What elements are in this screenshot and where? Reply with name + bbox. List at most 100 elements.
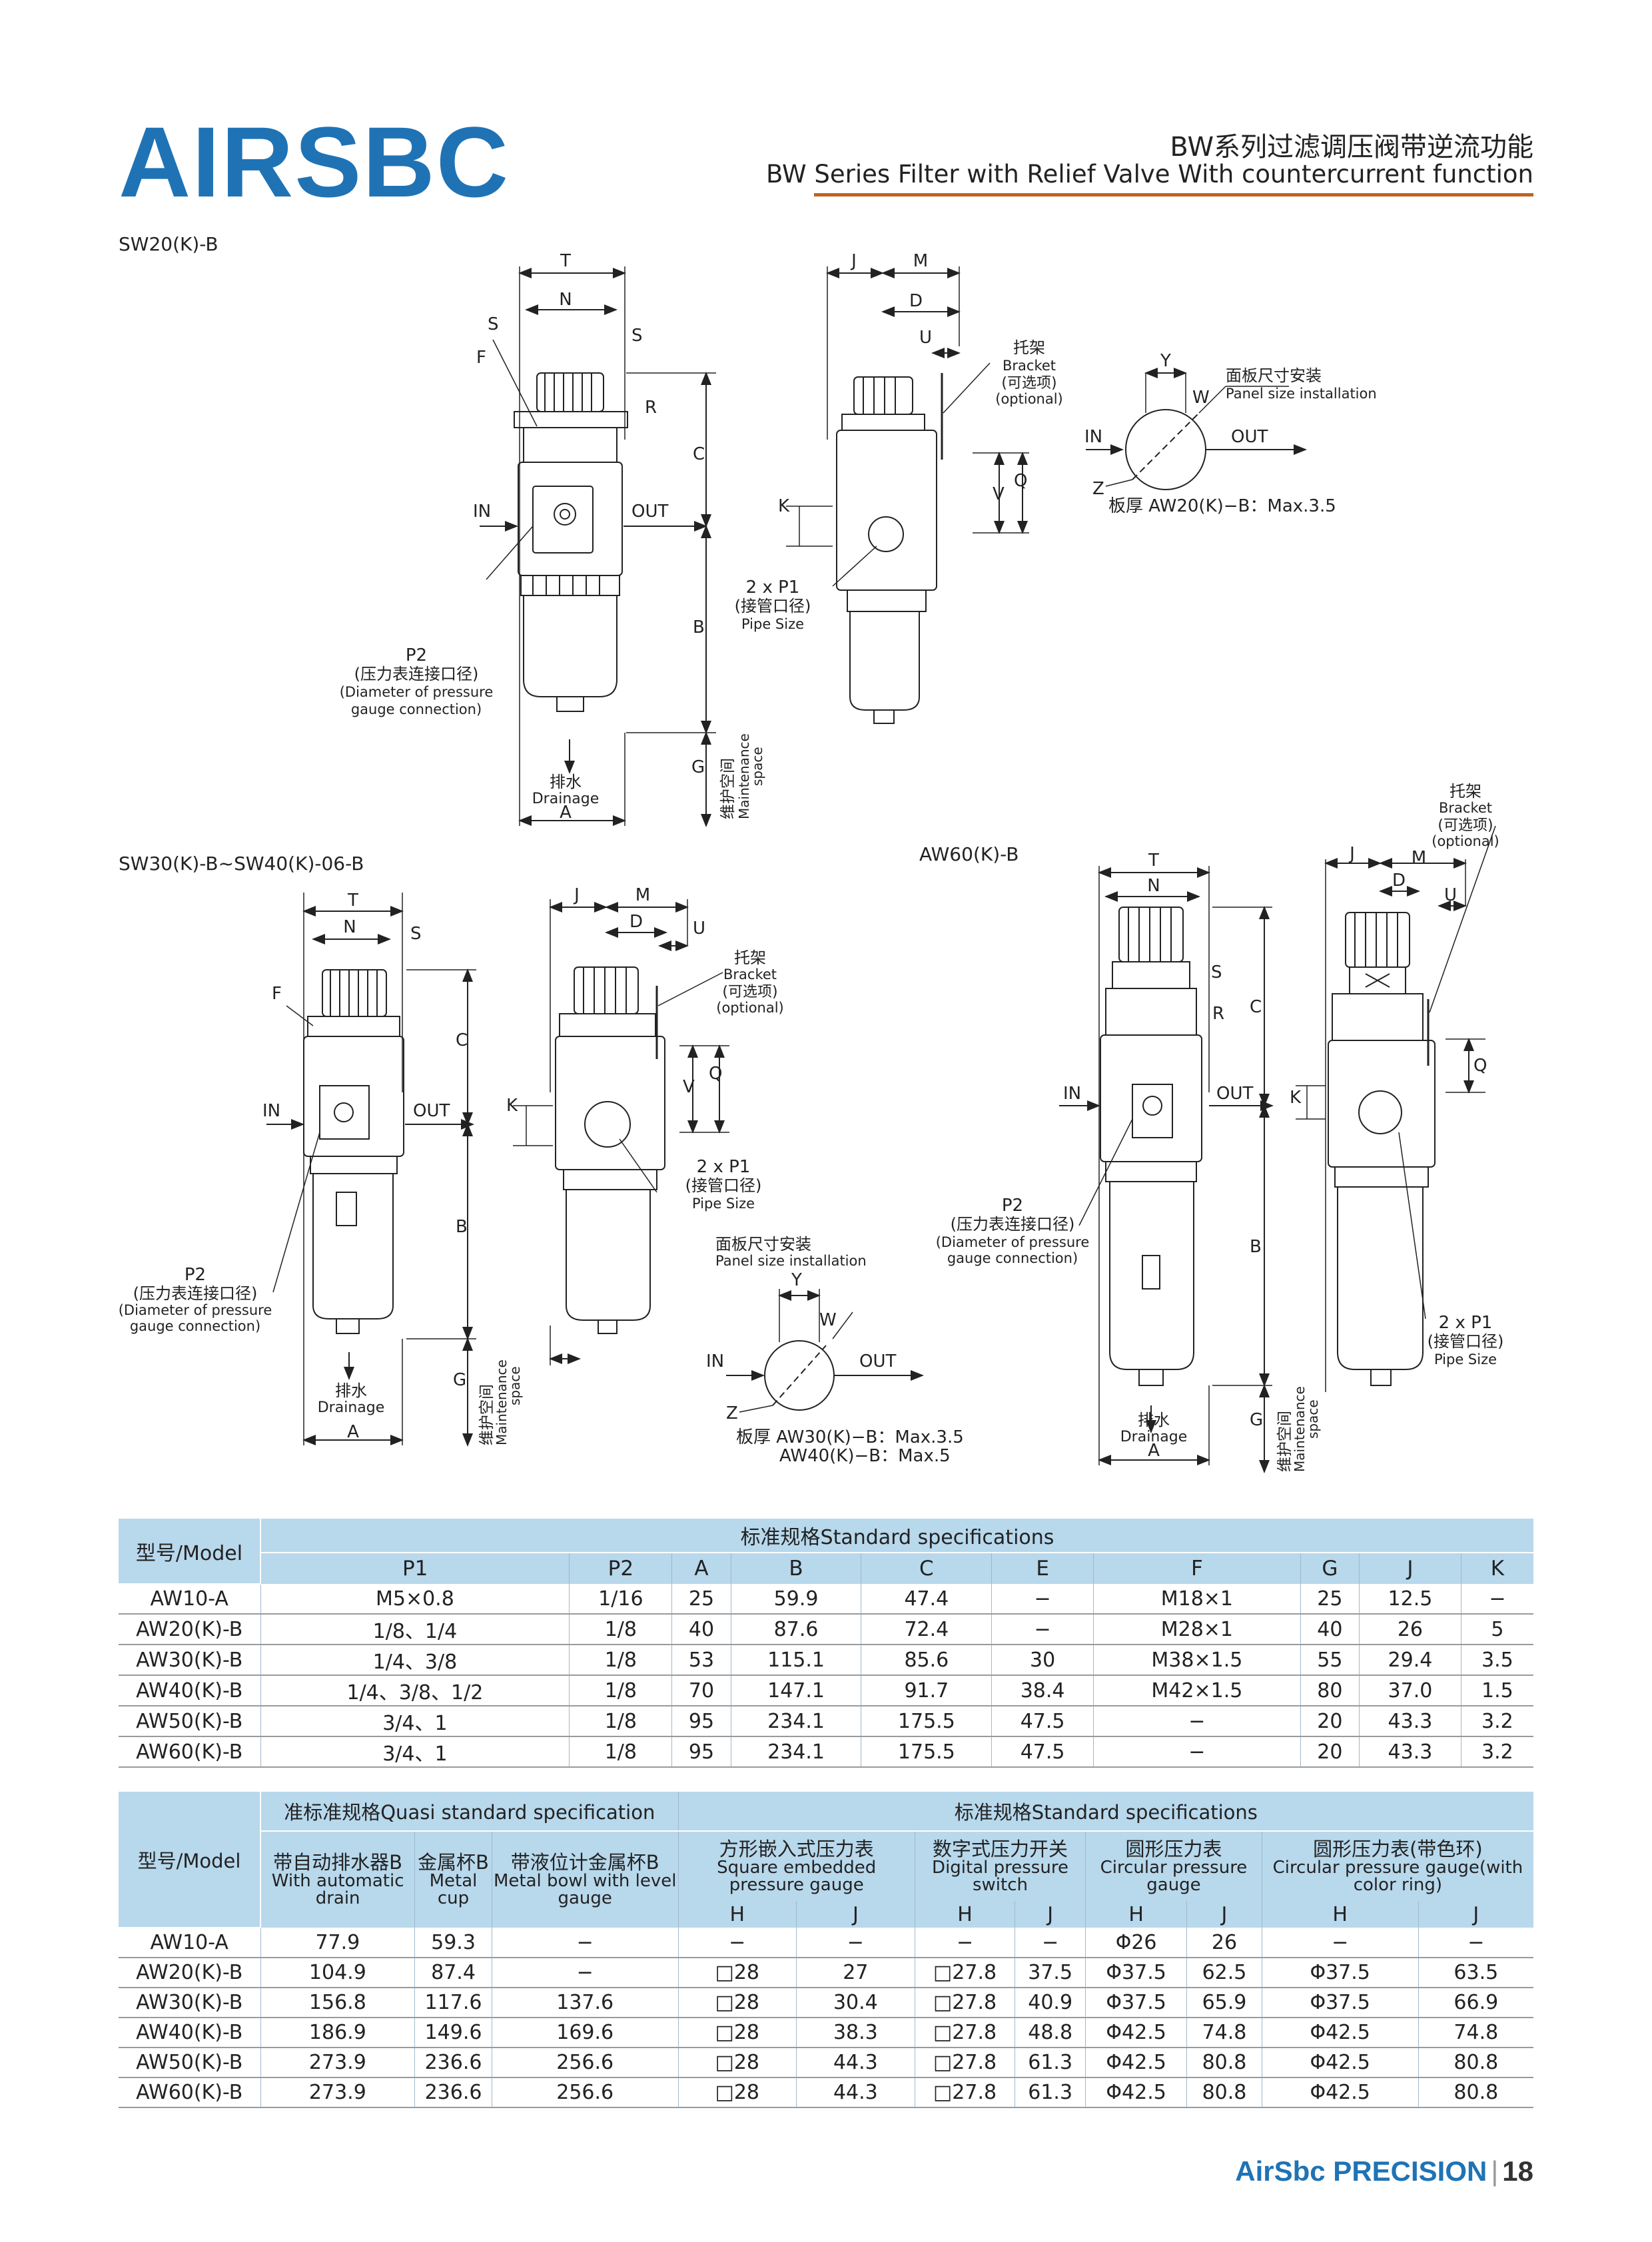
- svg-text:Panel size installation: Panel size installation: [1226, 386, 1377, 402]
- model-cell: AW40(K)-B: [119, 2018, 261, 2048]
- svg-text:K: K: [506, 1096, 518, 1116]
- svg-text:2 x P1: 2 x P1: [746, 577, 800, 597]
- svg-text:(压力表连接口径): (压力表连接口径): [354, 665, 479, 683]
- svg-text:OUT: OUT: [631, 502, 668, 522]
- table-cell: 3.2: [1461, 1736, 1533, 1768]
- svg-text:P2: P2: [406, 645, 427, 665]
- table-cell: M5×0.8: [260, 1584, 570, 1615]
- table-cell: 256.6: [492, 2077, 679, 2108]
- column-label-en: Circular pressure gauge(with color ring): [1272, 1857, 1523, 1895]
- column-header: B: [731, 1553, 862, 1584]
- table-cell: 53: [671, 1645, 731, 1676]
- table-cell: 26: [1359, 1614, 1461, 1645]
- table-cell: 47.5: [991, 1736, 1094, 1768]
- svg-text:维护空间: 维护空间: [478, 1384, 496, 1445]
- svg-text:(压力表连接口径): (压力表连接口径): [951, 1215, 1075, 1234]
- svg-text:U: U: [693, 919, 705, 938]
- svg-text:排水: 排水: [335, 1381, 367, 1400]
- svg-text:S: S: [631, 326, 643, 346]
- svg-text:(接管口径): (接管口径): [1428, 1332, 1504, 1351]
- page-footer: AirSbc PRECISION|18: [1235, 2155, 1533, 2187]
- svg-text:N: N: [559, 290, 572, 310]
- svg-text:Drainage: Drainage: [318, 1399, 385, 1416]
- column-label-cn: 圆形压力表(带色环): [1313, 1837, 1483, 1860]
- svg-text:M: M: [635, 885, 650, 905]
- svg-text:U: U: [919, 328, 932, 348]
- svg-text:Drainage: Drainage: [532, 791, 600, 807]
- title-underline: [814, 193, 1533, 196]
- svg-text:(optional): (optional): [995, 391, 1063, 407]
- table-cell: 48.8: [1015, 2018, 1086, 2048]
- table-cell: 1/8、1/4: [260, 1614, 570, 1645]
- table-cell: −: [492, 1958, 679, 1988]
- svg-text:C: C: [456, 1030, 468, 1050]
- svg-text:M: M: [1412, 848, 1426, 868]
- table-cell: −: [991, 1614, 1094, 1645]
- column-label-en: Metal bowl with level gauge: [493, 1870, 677, 1908]
- table-cell: 80: [1300, 1675, 1360, 1706]
- svg-text:排水: 排水: [550, 773, 582, 791]
- svg-text:(Diameter of pressure: (Diameter of pressure: [340, 684, 494, 700]
- svg-text:(可选项): (可选项): [722, 984, 777, 1000]
- sw20-side-view: [786, 266, 1029, 724]
- table-cell: 74.8: [1418, 2018, 1533, 2048]
- svg-text:C: C: [693, 444, 705, 464]
- svg-text:托架: 托架: [1013, 338, 1045, 357]
- column-label-en: With automatic drain: [271, 1870, 404, 1908]
- group-header: 标准规格Standard specifications: [260, 1519, 1533, 1553]
- table-cell: M38×1.5: [1093, 1645, 1301, 1676]
- table-cell: 1.5: [1461, 1675, 1533, 1706]
- svg-text:Bracket: Bracket: [1439, 800, 1492, 816]
- svg-text:K: K: [778, 496, 790, 516]
- table-cell: 1/4、3/8、1/2: [260, 1675, 570, 1706]
- table-cell: −: [1015, 1928, 1086, 1958]
- column-label-cn: 带自动排水器B: [273, 1850, 403, 1874]
- table-cell: 87.6: [731, 1614, 862, 1645]
- column-header: E: [991, 1553, 1094, 1584]
- svg-text:Z: Z: [1092, 479, 1104, 499]
- svg-text:OUT: OUT: [859, 1351, 896, 1371]
- aw60-side-view: [1296, 825, 1496, 1392]
- table-cell: 61.3: [1015, 2048, 1086, 2078]
- svg-text:Maintenance: Maintenance: [1292, 1386, 1308, 1472]
- table-cell: 1/8: [569, 1614, 673, 1645]
- table-cell: 43.3: [1359, 1736, 1461, 1768]
- model-cell: AW30(K)-B: [119, 1645, 261, 1676]
- table-cell: 38.4: [991, 1675, 1094, 1706]
- svg-text:面板尺寸安装: 面板尺寸安装: [715, 1235, 811, 1254]
- table-cell: □28: [678, 2077, 797, 2108]
- svg-text:B: B: [693, 617, 705, 637]
- model-cell: AW50(K)-B: [119, 1706, 261, 1737]
- svg-text:R: R: [1212, 1004, 1224, 1024]
- svg-text:(可选项): (可选项): [1438, 817, 1493, 834]
- sub-column-header: J: [1015, 1901, 1086, 1928]
- svg-text:IN: IN: [1084, 427, 1102, 447]
- model-header: 型号/Model: [119, 1519, 261, 1585]
- svg-text:Q: Q: [1473, 1056, 1487, 1076]
- svg-text:S: S: [1211, 962, 1222, 982]
- std-column-header: 圆形压力表(带色环)Circular pressure gauge(with c…: [1262, 1831, 1533, 1901]
- std-header: 标准规格Standard specifications: [678, 1792, 1533, 1832]
- svg-text:IN: IN: [473, 502, 491, 522]
- column-header: J: [1359, 1553, 1461, 1584]
- table-cell: 1/16: [569, 1584, 673, 1615]
- svg-text:托架: 托架: [1449, 782, 1481, 801]
- table-cell: 44.3: [796, 2077, 915, 2108]
- model-cell: AW60(K)-B: [119, 2077, 261, 2108]
- table-cell: 3.5: [1461, 1645, 1533, 1676]
- table-cell: □28: [678, 1988, 797, 2018]
- table-cell: 236.6: [414, 2077, 492, 2108]
- table-cell: 104.9: [260, 1958, 416, 1988]
- sw20-front-view: [480, 266, 716, 827]
- svg-text:gauge connection): gauge connection): [351, 701, 482, 717]
- column-label-en: Square embedded pressure gauge: [717, 1857, 877, 1895]
- table-cell: □27.8: [915, 2077, 1016, 2108]
- table-cell: □27.8: [915, 2048, 1016, 2078]
- table-cell: 80.8: [1186, 2048, 1262, 2078]
